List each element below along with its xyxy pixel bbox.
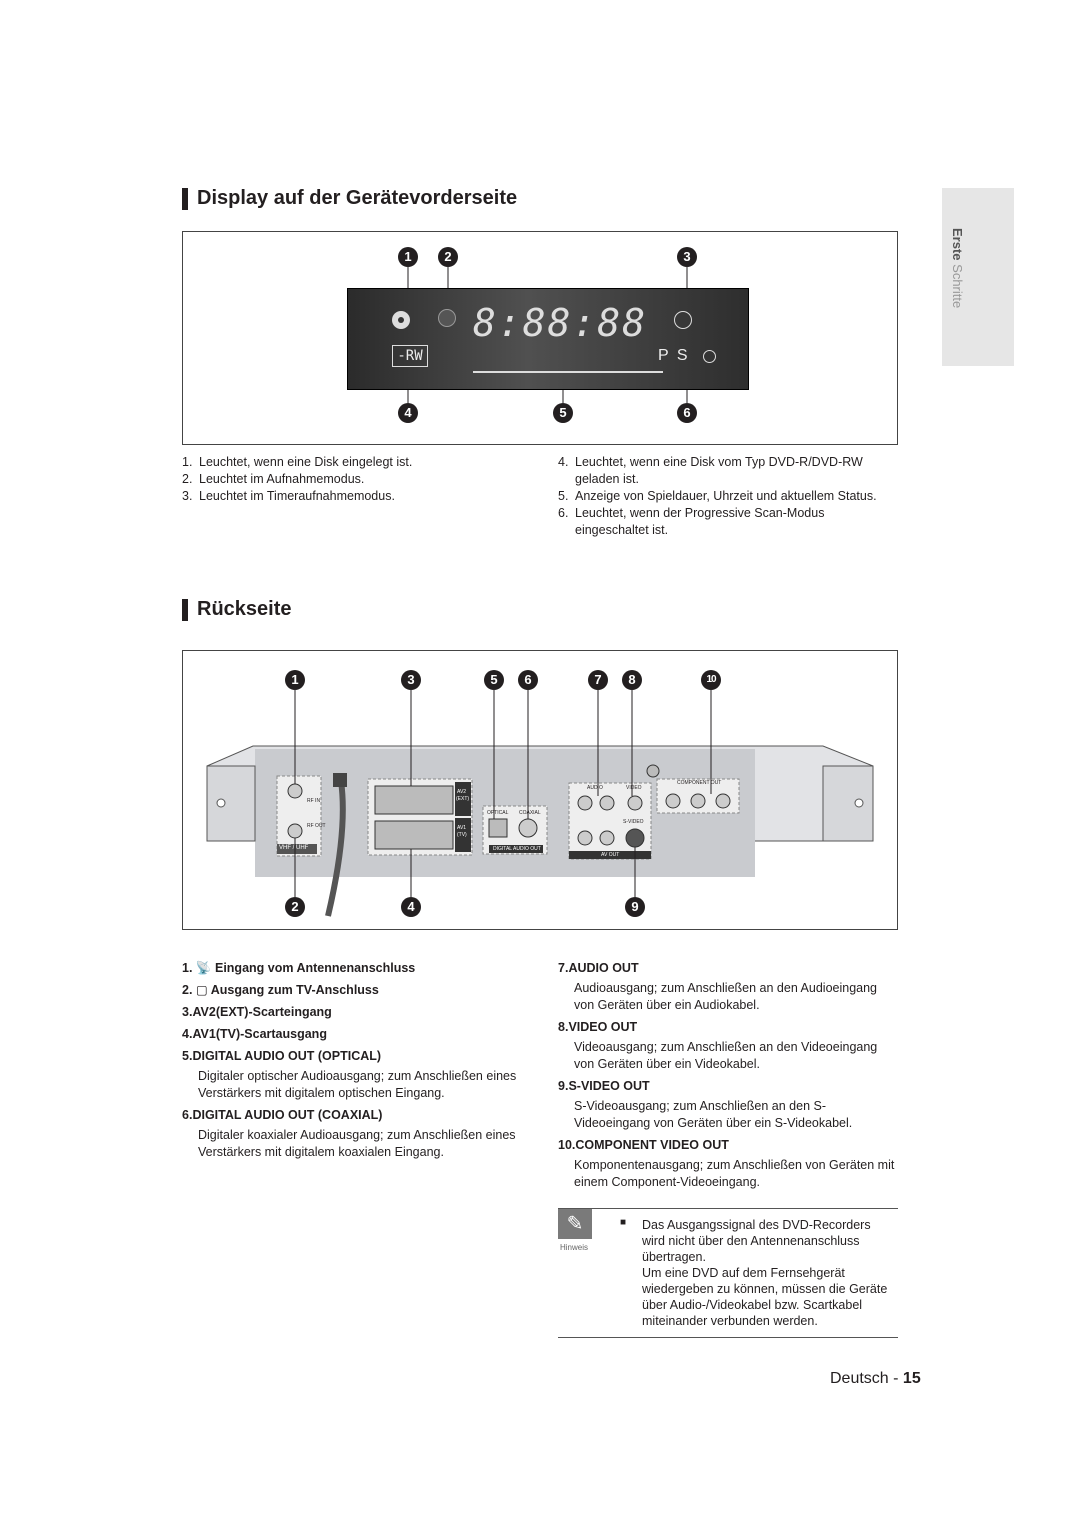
front-item: 2.Leuchtet im Aufnahmemodus. <box>182 472 365 486</box>
front-item: 6.Leuchtet, wenn der Progressive Scan-Mo… <box>558 506 825 537</box>
callout-4: 4 <box>401 897 421 917</box>
timer-clock-icon <box>674 311 692 329</box>
note-text-2: Um eine DVD auf dem Fernsehgerät wiederg… <box>642 1266 888 1328</box>
rear-title-text: Rückseite <box>197 598 292 620</box>
front-title-text: Display auf der Gerätevorderseite <box>197 187 518 209</box>
vfd-display: -RW 8:88:88 P S <box>347 288 749 390</box>
rear-items-left: 1. 📡 Eingang vom Antennenanschluss 2. ▢ … <box>182 960 527 1166</box>
callout-1: 1 <box>285 670 305 690</box>
callout-8: 8 <box>622 670 642 690</box>
pscan-label: P S <box>658 347 690 364</box>
optical-label: OPTICAL <box>487 810 509 816</box>
rear-item: 6.DIGITAL AUDIO OUT (COAXIAL)Digitaler k… <box>182 1108 516 1159</box>
rear-section-title: Rückseite <box>182 598 292 621</box>
footer-lang: Deutsch - <box>830 1370 903 1387</box>
rear-item: 2. ▢ Ausgang zum TV-Anschluss <box>182 983 379 997</box>
av2-sub-label: (EXT) <box>456 796 470 802</box>
status-bar <box>473 371 663 373</box>
side-tab-rest: Schritte <box>950 260 965 309</box>
disc-icon <box>392 311 410 329</box>
rear-item: 5.DIGITAL AUDIO OUT (OPTICAL)Digitaler o… <box>182 1049 517 1100</box>
callout-7: 7 <box>588 670 608 690</box>
callout-4: 4 <box>398 403 418 423</box>
callout-10: 10 <box>701 670 721 690</box>
callout-3: 3 <box>677 247 697 267</box>
callout-5: 5 <box>484 670 504 690</box>
rf-out-label: RF OUT <box>307 823 326 829</box>
video-label: VIDEO <box>626 785 642 791</box>
front-item: 1.Leuchtet, wenn eine Disk eingelegt ist… <box>182 455 413 469</box>
callout-2: 2 <box>438 247 458 267</box>
title-bar <box>182 598 188 621</box>
page-footer: Deutsch - 15 <box>830 1370 921 1388</box>
note-label: Hinweis <box>560 1243 589 1252</box>
note-text-1: Das Ausgangssignal des DVD-Recorders wir… <box>642 1218 871 1264</box>
rear-item: 1. 📡 Eingang vom Antennenanschluss <box>182 961 416 975</box>
pencil-note-icon: ✎ <box>558 1209 592 1239</box>
front-item: 5.Anzeige von Spieldauer, Uhrzeit und ak… <box>558 489 877 503</box>
front-section-title: Display auf der Gerätevorderseite <box>182 187 517 210</box>
vfd-digits: 8:88:88 <box>473 301 648 345</box>
record-indicator-icon <box>438 309 456 327</box>
side-tab-bold: Erste <box>950 228 965 261</box>
section-side-tab: Erste Schritte <box>942 188 1014 366</box>
av1-label: AV1 <box>457 825 467 831</box>
callout-6: 6 <box>677 403 697 423</box>
page-number: 15 <box>902 1370 921 1387</box>
callout-6: 6 <box>518 670 538 690</box>
bullet-icon: ■ <box>620 1217 627 1228</box>
s-video-label: S-VIDEO <box>623 819 644 825</box>
rear-item: 3.AV2(EXT)-Scarteingang <box>182 1005 332 1019</box>
vhf-uhf-label: VHF / UHF <box>279 845 309 851</box>
note-box: ✎ Hinweis ■ Das Ausgangssignal des DVD-R… <box>558 1208 898 1338</box>
callout-2: 2 <box>285 897 305 917</box>
front-display-figure: 1 2 3 4 5 6 -RW 8:88:88 P S <box>182 231 898 445</box>
component-out-label: COMPONENT OUT <box>677 780 722 786</box>
callout-3: 3 <box>401 670 421 690</box>
front-item: 4.Leuchtet, wenn eine Disk vom Typ DVD-R… <box>558 455 863 486</box>
rear-item: 4.AV1(TV)-Scartausgang <box>182 1027 327 1041</box>
callout-1: 1 <box>398 247 418 267</box>
digital-audio-out-label: DIGITAL AUDIO OUT <box>493 846 541 852</box>
pscan-circle-icon <box>703 350 716 363</box>
av2-label: AV2 <box>457 789 467 795</box>
rear-panel-figure: 1 3 5 6 7 8 10 2 4 9 <box>182 650 898 930</box>
av-out-label: AV OUT <box>601 852 620 858</box>
rf-in-label: RF IN <box>307 798 321 804</box>
callout-9: 9 <box>625 897 645 917</box>
callout-5: 5 <box>553 403 573 423</box>
rear-panel-drawing <box>206 690 874 917</box>
av1-sub-label: (TV) <box>457 832 467 838</box>
audio-label: AUDIO <box>587 785 603 791</box>
front-item: 3.Leuchtet im Timeraufnahmemodus. <box>182 489 395 503</box>
front-items-right: 4.Leuchtet, wenn eine Disk vom Typ DVD-R… <box>558 454 898 539</box>
coaxial-label: COAXIAL <box>519 810 541 816</box>
title-bar <box>182 187 188 210</box>
rw-badge: -RW <box>392 345 428 367</box>
front-items-left: 1.Leuchtet, wenn eine Disk eingelegt ist… <box>182 454 542 505</box>
